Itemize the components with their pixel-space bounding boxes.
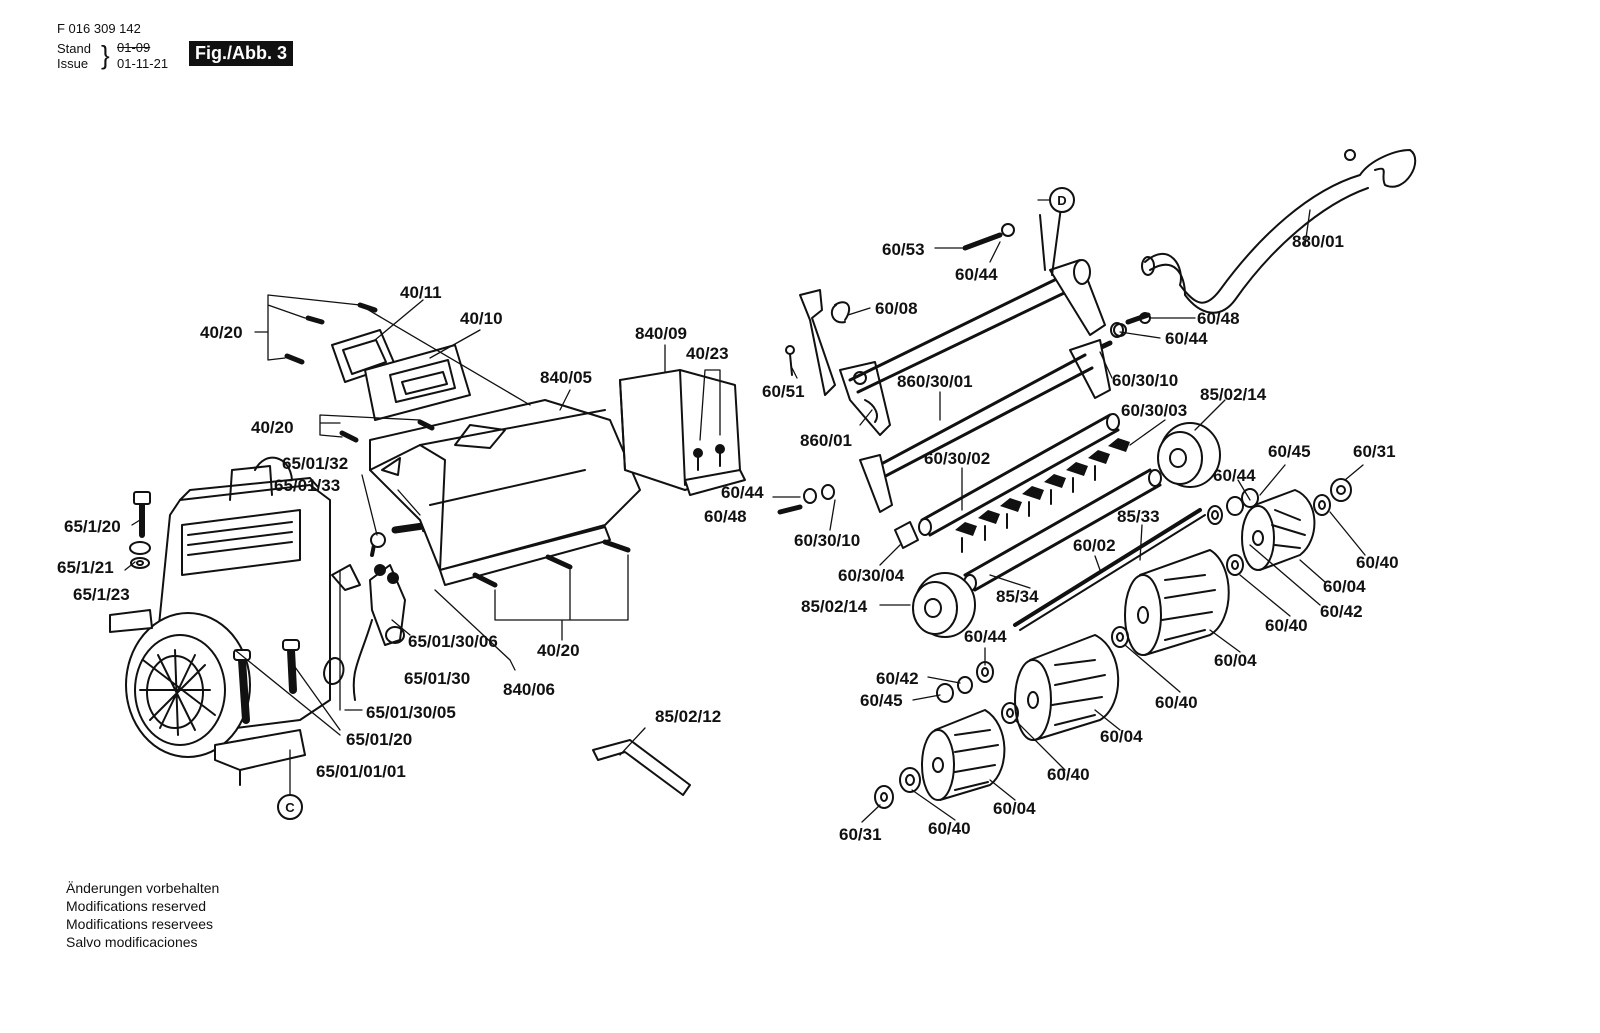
- part-label-840-09: 840/09: [635, 324, 687, 343]
- part-label-880-01: 880/01: [1292, 232, 1344, 251]
- figure-badge: Fig./Abb. 3: [189, 41, 293, 66]
- roller-lower-drawing: [1014, 634, 1120, 741]
- washers-drawing: [803, 322, 1352, 809]
- callout-d-circle: [1049, 187, 1075, 213]
- part-label-60-40: 60/40: [1047, 765, 1090, 784]
- cover-840-09-drawing: [619, 369, 746, 496]
- part-label-60-30-04: 60/30/04: [838, 566, 905, 585]
- part-label-60-48: 60/48: [704, 507, 747, 526]
- part-label-60-04: 60/04: [1323, 577, 1366, 596]
- wheel-85-02-14-upper-drawing: [1157, 422, 1221, 488]
- stand-label: Stand: [57, 41, 91, 56]
- part-label-85-02-14: 85/02/14: [801, 597, 868, 616]
- doc-number: F 016 309 142: [57, 21, 141, 36]
- part-label-60-30-02: 60/30/02: [924, 449, 990, 468]
- engine-drawing: [109, 456, 345, 786]
- part-label-65-1-23: 65/1/23: [73, 585, 130, 604]
- modification-notes: Änderungen vorbehalten Modifications res…: [66, 879, 219, 951]
- part-label-60-45: 60/45: [860, 691, 903, 710]
- throttle-assembly-drawing: [331, 519, 436, 701]
- roller-upper-drawing: [1241, 489, 1316, 571]
- roller-mid-drawing: [1124, 549, 1230, 656]
- part-labels: 40/11 40/10 40/20 40/20 40/20 840/09 40/…: [57, 232, 1399, 844]
- part-label-85-33: 85/33: [1117, 507, 1160, 526]
- part-label-840-05: 840/05: [540, 368, 592, 387]
- part-label-85-02-14: 85/02/14: [1200, 385, 1267, 404]
- bolts-drawing: [284, 232, 1151, 588]
- grass-chute-drawing: [369, 399, 641, 586]
- part-label-60-31: 60/31: [839, 825, 882, 844]
- part-label-60-02: 60/02: [1073, 536, 1116, 555]
- part-label-60-53: 60/53: [882, 240, 925, 259]
- handlebar-drawing: [1141, 149, 1417, 314]
- stand-value-struck: 01-09: [117, 40, 151, 55]
- part-label-860-30-01: 860/30/01: [897, 372, 973, 391]
- part-label-65-1-21: 65/1/21: [57, 558, 114, 577]
- part-label-60-44: 60/44: [955, 265, 998, 284]
- part-label-60-31: 60/31: [1353, 442, 1396, 461]
- part-label-40-23: 40/23: [686, 344, 729, 363]
- part-label-40-20: 40/20: [537, 641, 580, 660]
- part-label-65-01-01-01: 65/01/01/01: [316, 762, 406, 781]
- part-label-60-42: 60/42: [1320, 602, 1363, 621]
- part-label-60-44: 60/44: [1213, 466, 1256, 485]
- part-label-60-30-10: 60/30/10: [1112, 371, 1178, 390]
- part-label-60-40: 60/40: [1155, 693, 1198, 712]
- brace-glyph: }: [101, 40, 110, 70]
- part-label-65-01-30-05: 65/01/30/05: [366, 703, 456, 722]
- tine-shaft-drawing: [894, 413, 1206, 631]
- callout-d-label: D: [1057, 193, 1066, 208]
- leader-lines: [124, 199, 1366, 823]
- part-label-60-40: 60/40: [1265, 616, 1308, 635]
- part-label-60-44: 60/44: [721, 483, 764, 502]
- part-label-65-01-30-06: 65/01/30/06: [408, 632, 498, 651]
- part-label-60-51: 60/51: [762, 382, 805, 401]
- roller-bottom-drawing: [921, 709, 1006, 801]
- part-label-60-44: 60/44: [1165, 329, 1208, 348]
- part-label-60-45: 60/45: [1268, 442, 1311, 461]
- part-label-60-48: 60/48: [1197, 309, 1240, 328]
- callout-c-circle: [277, 794, 303, 820]
- part-label-60-04: 60/04: [1214, 651, 1257, 670]
- part-label-65-01-32: 65/01/32: [282, 454, 348, 473]
- part-label-60-04: 60/04: [1100, 727, 1143, 746]
- note-line: Modifications reserved: [66, 898, 207, 914]
- part-label-60-40: 60/40: [928, 819, 971, 838]
- part-label-40-20: 40/20: [200, 323, 243, 342]
- part-label-60-30-10: 60/30/10: [794, 531, 860, 550]
- wheel-85-02-14-lower-drawing: [912, 572, 976, 638]
- part-label-85-02-12: 85/02/12: [655, 707, 721, 726]
- part-label-840-06: 840/06: [503, 680, 555, 699]
- hex-key-drawing: [592, 739, 691, 796]
- part-label-40-10: 40/10: [460, 309, 503, 328]
- note-line: Salvo modificaciones: [66, 934, 198, 950]
- issue-label: Issue: [57, 56, 89, 71]
- part-label-60-44: 60/44: [964, 627, 1007, 646]
- callout-c-label: C: [285, 800, 295, 815]
- part-label-60-42: 60/42: [876, 669, 919, 688]
- part-label-60-40: 60/40: [1356, 553, 1399, 572]
- part-label-60-30-03: 60/30/03: [1121, 401, 1187, 420]
- part-label-85-34: 85/34: [996, 587, 1039, 606]
- height-adjust-drawing: [785, 199, 1151, 513]
- part-label-65-01-30: 65/01/30: [404, 669, 470, 688]
- gasket-plates-drawing: [331, 329, 471, 421]
- part-label-40-20: 40/20: [251, 418, 294, 437]
- part-label-65-01-33: 65/01/33: [274, 476, 340, 495]
- part-label-860-01: 860/01: [800, 431, 852, 450]
- part-label-60-08: 60/08: [875, 299, 918, 318]
- part-label-65-1-20: 65/1/20: [64, 517, 121, 536]
- issue-value: 01-11-21: [117, 56, 169, 71]
- part-label-40-11: 40/11: [400, 283, 442, 302]
- part-label-65-01-20: 65/01/20: [346, 730, 412, 749]
- part-label-60-04: 60/04: [993, 799, 1036, 818]
- note-line: Modifications reservees: [66, 916, 214, 932]
- note-line: Änderungen vorbehalten: [66, 880, 220, 896]
